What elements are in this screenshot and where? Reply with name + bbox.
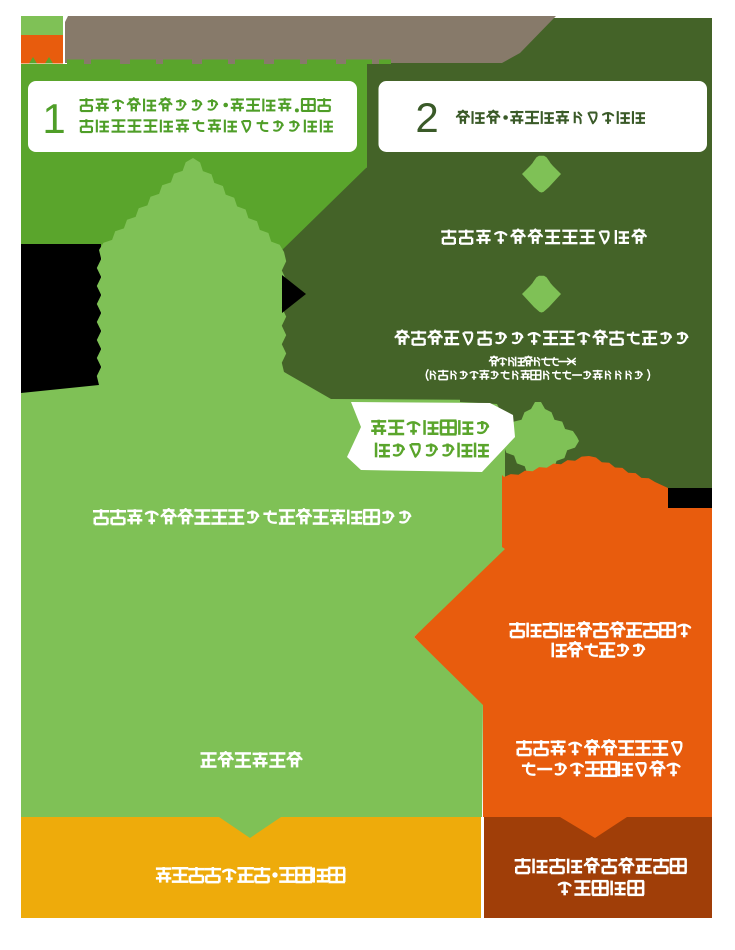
svg-text:1: 1	[42, 95, 65, 142]
svg-text:2: 2	[415, 94, 438, 141]
